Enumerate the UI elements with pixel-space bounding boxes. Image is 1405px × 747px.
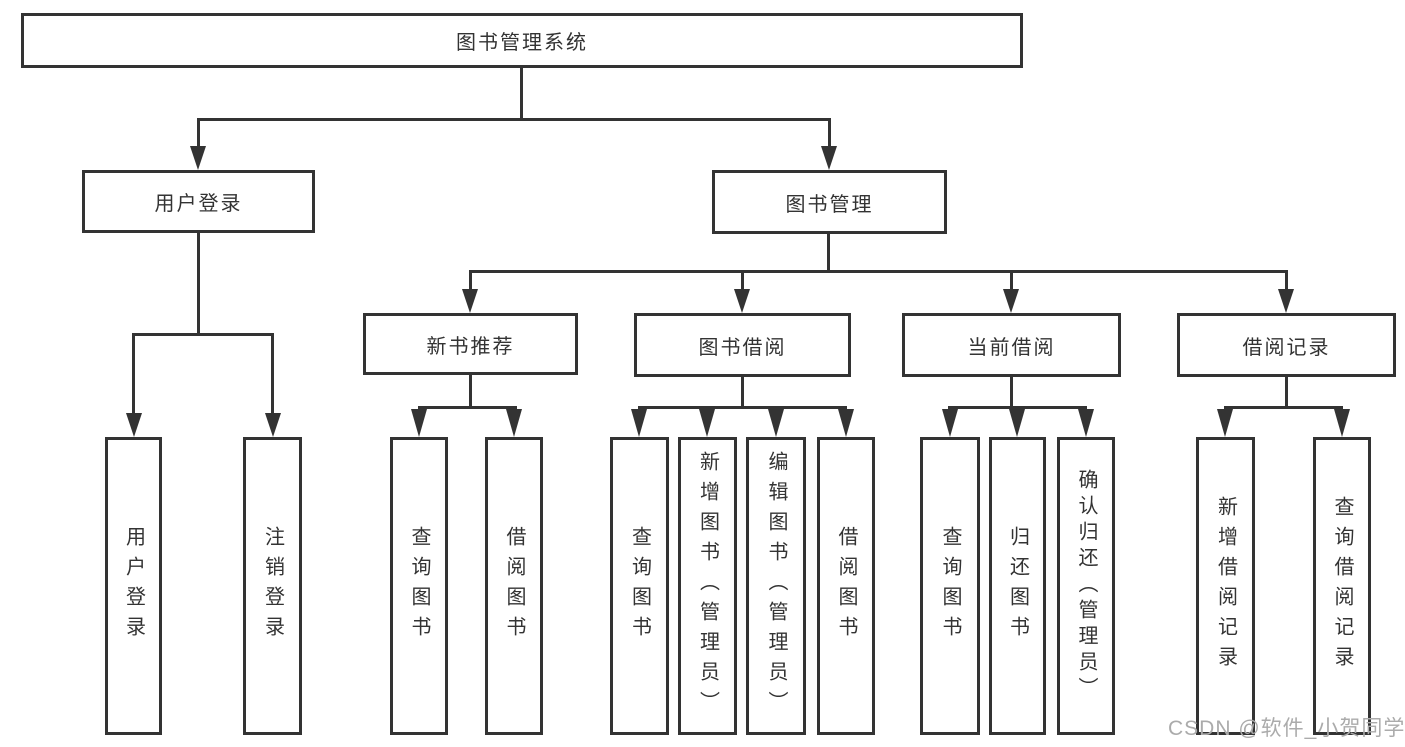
arrow-down-icon [1078,409,1094,437]
connector-stem [741,273,744,289]
leaf-return-books-label: 归还图书 [1006,526,1029,646]
connector-bar [948,406,1087,409]
connector-stem [827,234,830,273]
arrow-down-icon [1217,409,1233,437]
leaf-add-books-admin-label: 新增图书（管理员） [696,451,719,721]
connector-stem [520,68,523,121]
leaf-edit-books-admin-label: 编辑图书（管理员） [765,451,787,721]
leaf-confirm-return-admin-label: 确认归还（管理员） [1075,469,1097,703]
leaf-query-books-recommend: 查询图书 [390,437,448,735]
arrow-down-icon [126,413,142,437]
leaf-query-books-current-label: 查询图书 [939,526,961,646]
connector-stem [469,375,472,406]
connector-stem [1285,377,1288,406]
leaf-query-books-recommend-label: 查询图书 [408,526,430,646]
connector-bar [638,406,847,409]
leaf-borrow-books-borrowing-label: 借阅图书 [835,526,857,646]
node-borrowing-records-label: 借阅记录 [1242,336,1331,359]
arrow-down-icon [506,409,522,437]
leaf-borrow-books-recommend-label: 借阅图书 [503,526,525,646]
arrow-down-icon [699,409,715,437]
arrow-down-icon [1009,409,1025,437]
connector-bar [1224,406,1343,409]
leaf-logout-label: 注销登录 [261,526,284,646]
node-borrowing-records: 借阅记录 [1177,313,1396,377]
leaf-edit-books-admin: 编辑图书（管理员） [746,437,806,735]
connector-stem [271,336,274,413]
node-book-management-label: 图书管理 [785,193,874,216]
leaf-query-borrow-record-label: 查询借阅记录 [1331,496,1353,676]
connector-stem [469,273,472,289]
connector-bar [197,118,831,121]
connector-bar [132,333,274,336]
connector-stem [197,121,200,147]
arrow-down-icon [942,409,958,437]
leaf-add-books-admin: 新增图书（管理员） [678,437,737,735]
node-root: 图书管理系统 [21,13,1023,68]
connector-stem [1010,377,1013,406]
csdn-watermark: CSDN @软件_小贺同学 [1168,717,1405,740]
arrow-down-icon [838,409,854,437]
leaf-return-books: 归还图书 [989,437,1046,735]
node-current-borrowing-label: 当前借阅 [967,336,1056,359]
connector-stem [741,377,744,406]
node-root-label: 图书管理系统 [456,32,588,54]
leaf-query-books-current: 查询图书 [920,437,980,735]
connector-stem [1010,273,1013,289]
node-new-book-recommend-label: 新书推荐 [426,335,515,358]
arrow-down-icon [462,289,478,313]
leaf-query-books-borrowing: 查询图书 [610,437,669,735]
connector-stem [828,121,831,147]
leaf-add-borrow-record-label: 新增借阅记录 [1214,496,1237,676]
leaf-logout: 注销登录 [243,437,302,735]
arrow-down-icon [821,146,837,170]
leaf-user-login: 用户登录 [105,437,162,735]
connector-stem [132,336,135,413]
leaf-borrow-books-borrowing: 借阅图书 [817,437,875,735]
arrow-down-icon [631,409,647,437]
arrow-down-icon [1334,409,1350,437]
node-book-management: 图书管理 [712,170,947,234]
arrow-down-icon [190,146,206,170]
node-user-login: 用户登录 [82,170,315,233]
connector-stem [1285,273,1288,289]
node-current-borrowing: 当前借阅 [902,313,1121,377]
arrow-down-icon [1278,289,1294,313]
connector-stem [197,233,200,336]
arrow-down-icon [1003,289,1019,313]
node-new-book-recommend: 新书推荐 [363,313,578,375]
leaf-confirm-return-admin: 确认归还（管理员） [1057,437,1115,735]
leaf-add-borrow-record: 新增借阅记录 [1196,437,1255,735]
leaf-query-books-borrowing-label: 查询图书 [628,526,651,646]
leaf-user-login-label: 用户登录 [122,526,145,646]
connector-bar [418,406,517,409]
node-user-login-label: 用户登录 [154,193,243,215]
arrow-down-icon [768,409,784,437]
arrow-down-icon [411,409,427,437]
arrow-down-icon [734,289,750,313]
leaf-borrow-books-recommend: 借阅图书 [485,437,543,735]
node-book-borrowing: 图书借阅 [634,313,851,377]
leaf-query-borrow-record: 查询借阅记录 [1313,437,1371,735]
connector-bar [469,270,1288,273]
arrow-down-icon [265,413,281,437]
node-book-borrowing-label: 图书借阅 [698,336,787,359]
